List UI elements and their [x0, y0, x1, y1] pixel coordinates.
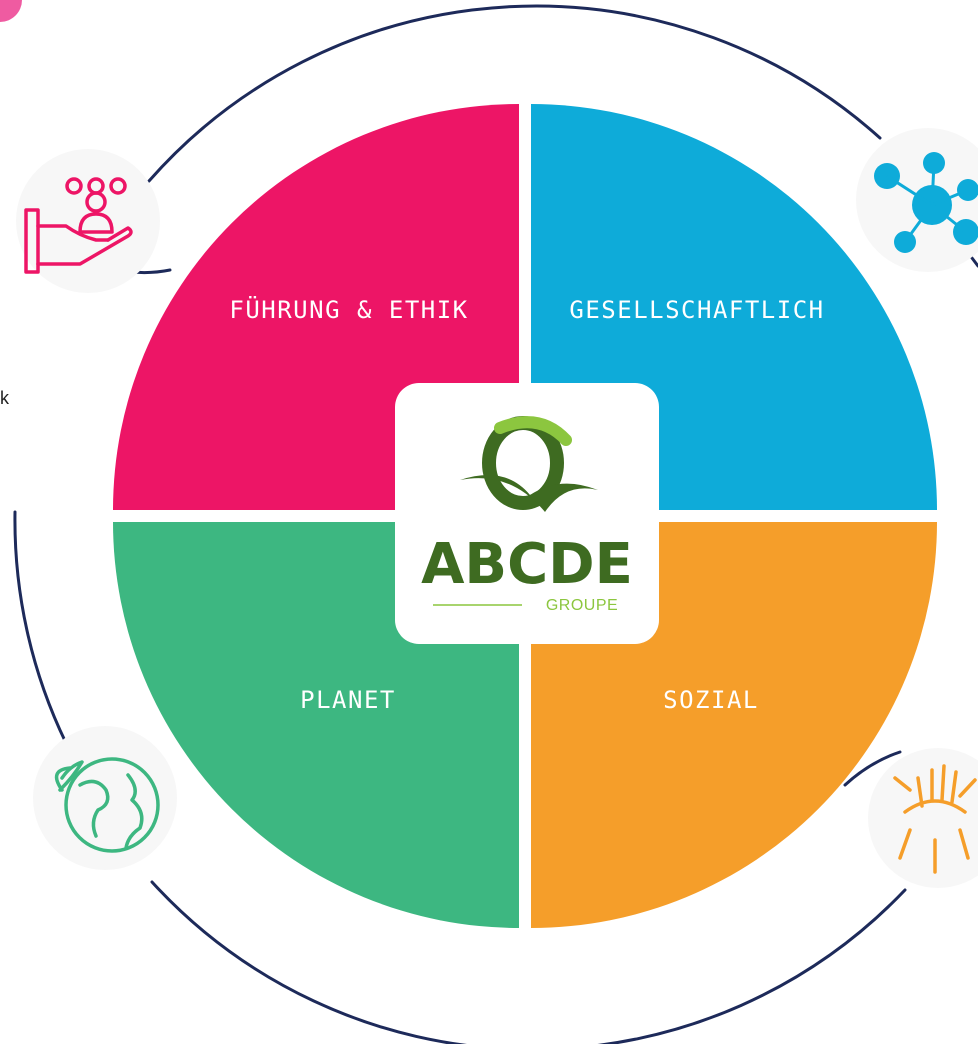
ring-arc-left [13, 510, 68, 745]
ring-arc-orange-tail [843, 750, 902, 787]
logo-sub: GROUPE [546, 597, 618, 614]
hand-holding-people-icon [24, 177, 133, 274]
label-governance: FÜHRUNG & ETHIK [229, 295, 468, 324]
ring-arc-right-tail [970, 256, 978, 268]
globe-leaf-icon [54, 757, 160, 853]
logo-name: ABCDE [421, 532, 633, 597]
label-planet: PLANET [300, 686, 396, 714]
logo-mark-icon [460, 416, 598, 512]
logo-card-bg [395, 383, 659, 644]
label-social: SOZIAL [663, 686, 759, 714]
outer-ring [13, 4, 978, 1044]
people-network-icon [874, 152, 978, 253]
hands-together-icon [893, 764, 977, 874]
badge-planet [33, 726, 177, 870]
ring-arc-top [147, 4, 882, 183]
corner-dot [0, 0, 22, 22]
logo-card: ABCDE GROUPE [395, 383, 659, 644]
label-societal: GESELLSCHAFTLICH [569, 296, 824, 324]
ring-arc-bottom [150, 880, 907, 1044]
side-text: k [0, 388, 9, 408]
badge-social [868, 748, 978, 888]
